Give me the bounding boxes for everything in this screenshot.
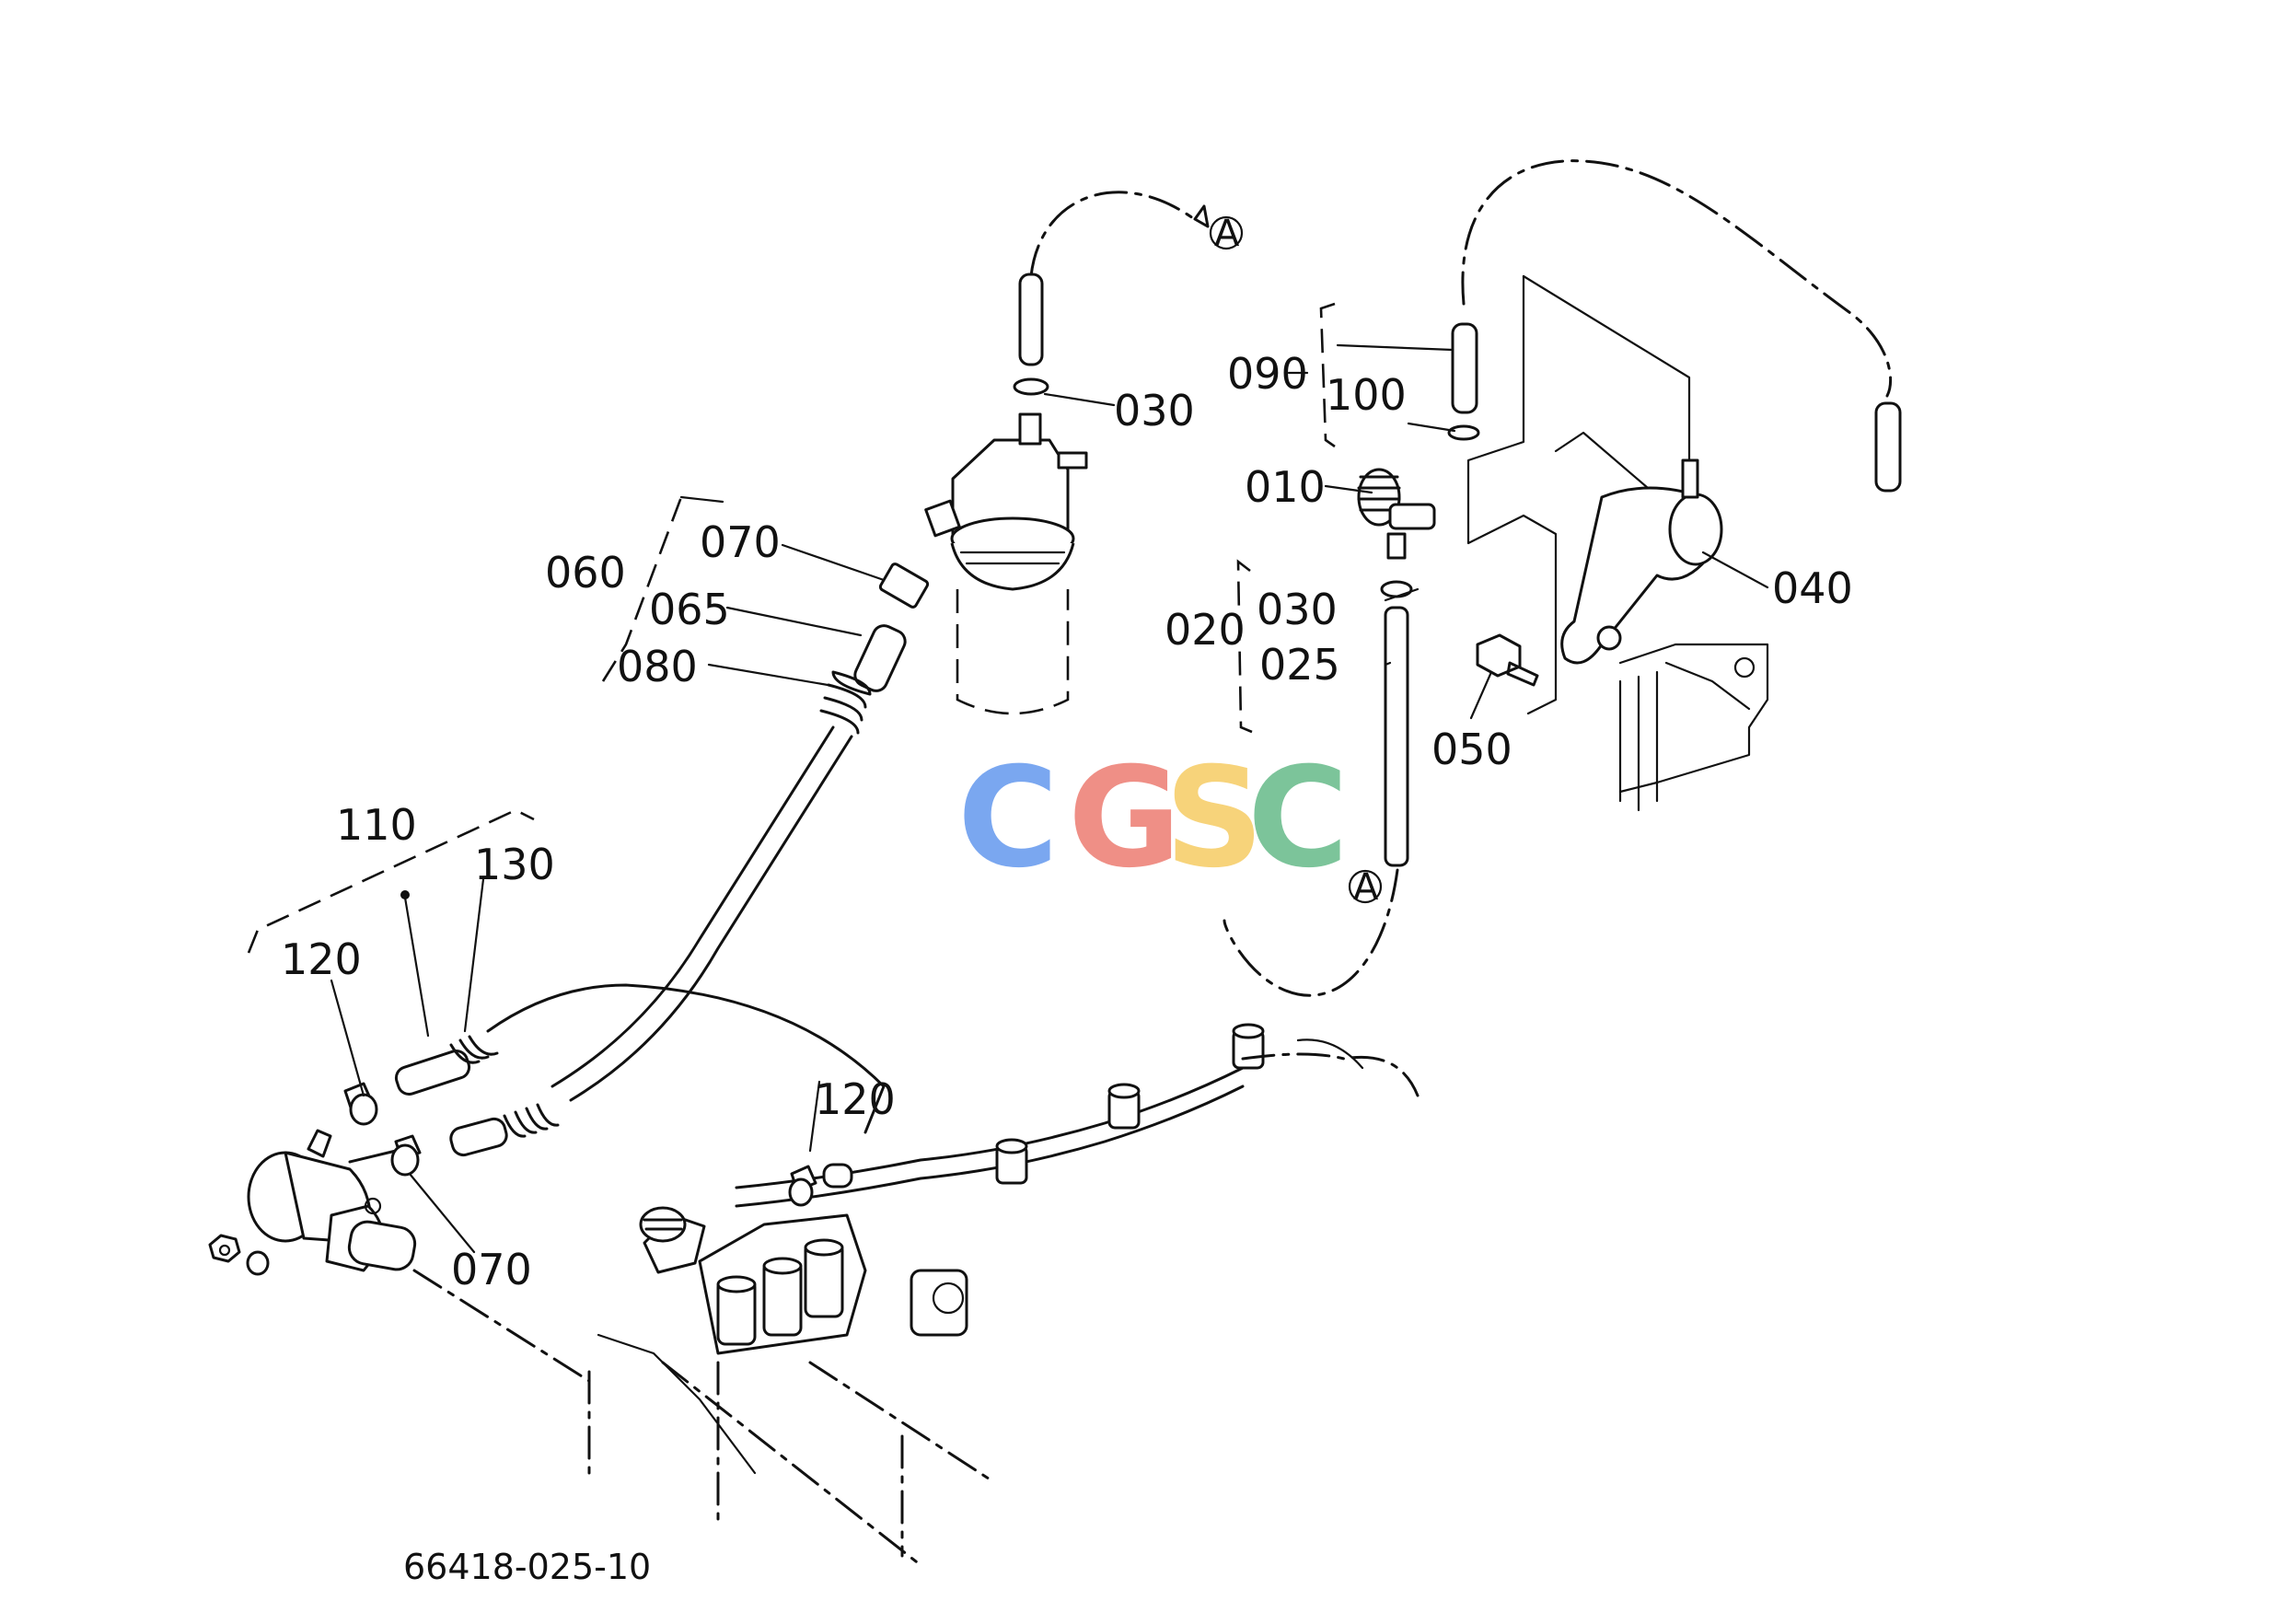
callout-070-bottom: 070 (451, 1245, 532, 1294)
callout-030-top: 030 (1114, 386, 1195, 435)
callout-100: 100 (1326, 370, 1407, 420)
reference-marker-a-top: A (1209, 213, 1244, 255)
callout-060: 060 (545, 548, 626, 597)
callout-110: 110 (336, 800, 417, 850)
callout-050: 050 (1431, 725, 1512, 774)
callout-040: 040 (1772, 563, 1853, 613)
callout-025: 025 (1259, 640, 1340, 690)
leader-lines (330, 302, 1769, 1254)
fuel-hose-060-group (550, 495, 930, 1102)
callout-090: 090 (1227, 349, 1308, 399)
cgsc-watermark-logo: C G S C (957, 738, 1349, 899)
fuel-cock-assembly (1223, 159, 1902, 997)
callout-130: 130 (474, 840, 555, 889)
callout-labels: 030 070 060 065 080 090 100 010 030 020 … (281, 349, 1853, 1294)
callout-010: 010 (1245, 462, 1326, 512)
callout-120-left: 120 (281, 934, 362, 984)
reference-marker-a-mid: A (1348, 866, 1383, 909)
drawing-number: 66418-025-10 (403, 1547, 651, 1587)
marker-a-top-text: A (1214, 213, 1240, 255)
watermark-letter-c1: C (957, 738, 1059, 899)
watermark-letter-s: S (1165, 738, 1264, 899)
watermark-letter-g: G (1068, 738, 1181, 899)
callout-065: 065 (649, 585, 730, 634)
watermark-letter-c2: C (1247, 738, 1349, 899)
callout-080: 080 (617, 642, 698, 691)
callout-070-top: 070 (700, 517, 781, 567)
injection-pump-engine (587, 1023, 1420, 1567)
callout-020: 020 (1165, 605, 1246, 655)
marker-a-mid-text: A (1353, 866, 1379, 909)
fuel-filter-assembly (924, 191, 1210, 715)
callout-030-mid: 030 (1257, 585, 1338, 634)
feed-pump-assembly (208, 808, 886, 1383)
callout-120-mid: 120 (815, 1074, 896, 1124)
